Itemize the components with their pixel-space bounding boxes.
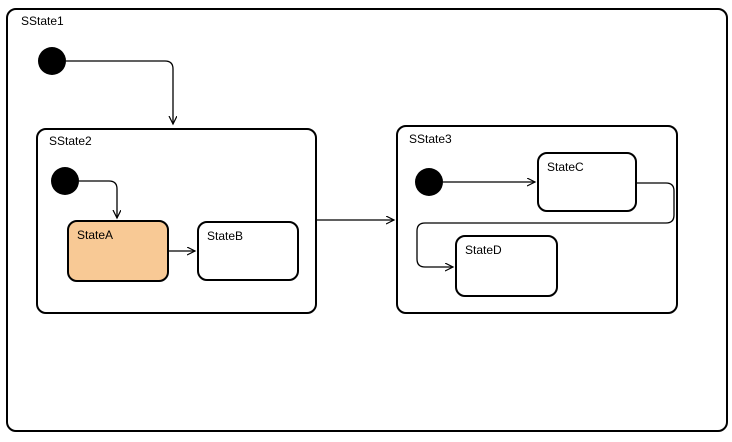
state-stateC[interactable]: StateC <box>537 152 637 212</box>
state-stateD-label: StateD <box>465 243 502 257</box>
state-stateB[interactable]: StateB <box>197 221 299 281</box>
state-stateC-label: StateC <box>547 160 584 174</box>
state-sstate2-label: SState2 <box>49 134 92 148</box>
state-stateB-label: StateB <box>207 229 244 243</box>
state-sstate3-label: SState3 <box>409 132 452 146</box>
state-stateA[interactable]: StateA <box>67 220 169 282</box>
state-stateD[interactable]: StateD <box>455 235 558 297</box>
state-sstate1-label: SState1 <box>21 14 64 28</box>
state-stateA-label: StateA <box>77 228 114 242</box>
